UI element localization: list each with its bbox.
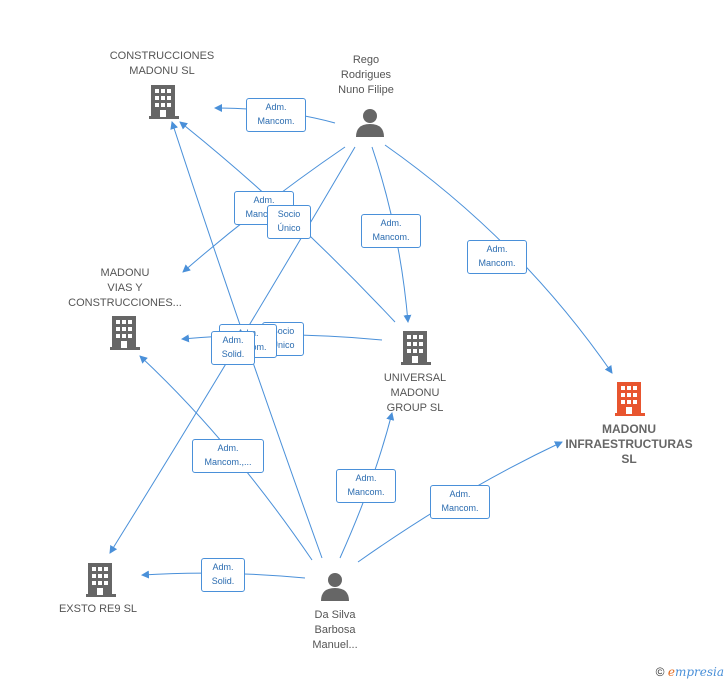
edge-label-rego-construcciones[interactable]: Adm. Mancom.	[246, 98, 306, 132]
node-label-dasilva[interactable]: Da Silva Barbosa Manuel...	[312, 609, 358, 651]
building-icon-universal[interactable]	[401, 331, 433, 365]
footer-credit[interactable]: © empresia	[656, 665, 724, 679]
edge-label-dasilva-universal[interactable]: Adm. Mancom.	[336, 469, 396, 503]
edge-label-dasilva-exsto[interactable]: Adm. Solid.	[201, 558, 245, 592]
node-label-exsto[interactable]: EXSTO RE9 SL	[58, 603, 138, 615]
node-label-construcciones[interactable]: CONSTRUCCIONES MADONU SL	[109, 50, 215, 77]
edge-label-rego-exsto[interactable]: Adm. Solid.	[211, 331, 255, 365]
edge-label-dasilva-madonu-vias[interactable]: Adm. Mancom.,...	[192, 439, 264, 473]
node-label-madonu-vias[interactable]: MADONU VIAS Y CONSTRUCCIONES...	[68, 267, 182, 309]
building-icon-infraestructuras[interactable]	[615, 382, 647, 416]
node-label-universal[interactable]: UNIVERSAL MADONU GROUP SL	[383, 372, 447, 414]
node-label-infraestructuras[interactable]: MADONU INFRAESTRUCTURAS SL	[565, 422, 693, 466]
building-icon-madonu-vias[interactable]	[110, 316, 142, 350]
building-icon-exsto[interactable]	[86, 563, 118, 597]
person-icon-dasilva[interactable]	[320, 571, 350, 601]
node-label-rego[interactable]: Rego Rodrigues Nuno Filipe	[338, 54, 394, 96]
brand-logo-text: mpresia	[674, 665, 724, 679]
brand-logo-initial: e	[667, 665, 675, 679]
edges	[109, 104, 613, 579]
copyright-symbol: ©	[655, 665, 665, 679]
edge-label-rego-infraestructuras[interactable]: Adm. Mancom.	[467, 240, 527, 274]
edge-label-universal-construcciones[interactable]: Socio Único	[267, 205, 311, 239]
person-icon-rego[interactable]	[355, 107, 385, 137]
edge-label-rego-universal[interactable]: Adm. Mancom.	[361, 214, 421, 248]
building-icon-construcciones[interactable]	[149, 85, 181, 119]
edge-label-dasilva-infraestructuras[interactable]: Adm. Mancom.	[430, 485, 490, 519]
